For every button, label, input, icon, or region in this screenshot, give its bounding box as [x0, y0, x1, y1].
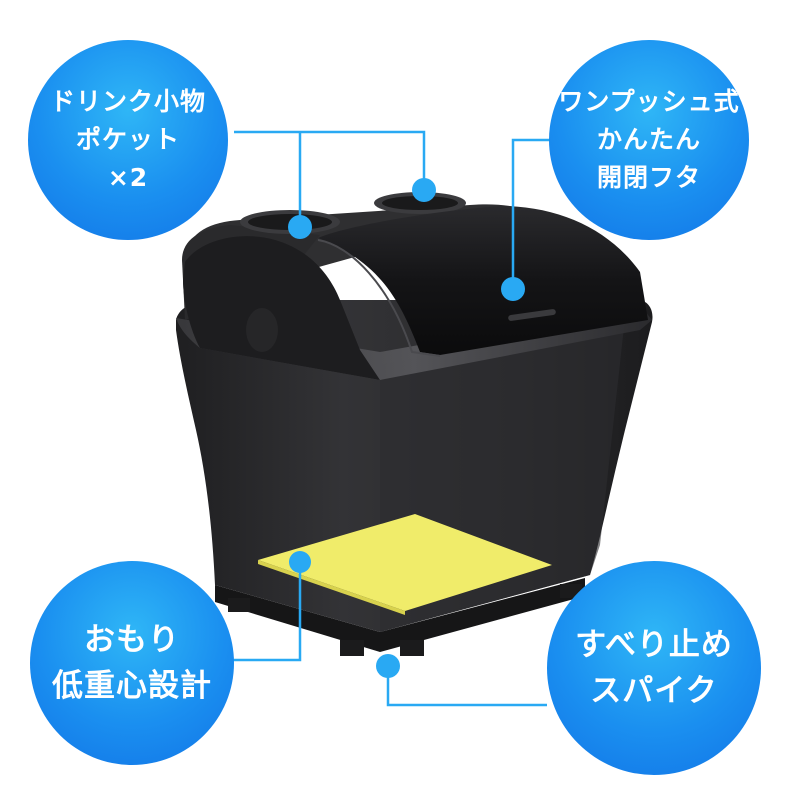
callout-low-gravity: おもり 低重心設計 — [30, 561, 234, 765]
weight-plate — [258, 514, 552, 611]
callout-anti-slip-spikes: すべり止め スパイク — [547, 561, 761, 775]
callout-drink-pocket: ドリンク小物 ポケット ×2 — [28, 40, 228, 240]
leader-dot — [501, 277, 525, 301]
callout-text: ドリンク小物 — [49, 87, 206, 116]
leader-dot — [412, 178, 436, 202]
flip-lid — [317, 206, 648, 357]
callout-text: すべり止め — [575, 627, 733, 663]
leader-dot — [288, 215, 312, 239]
callout-text: ポケット — [75, 125, 180, 154]
callout-text: 低重心設計 — [52, 668, 212, 704]
callout-one-push-lid: ワンプッシュ式 かんたん 開閉フタ — [549, 40, 749, 240]
callout-text: かんたん — [596, 125, 701, 154]
callout-text: おもり — [84, 622, 180, 658]
callout-text: ×2 — [107, 163, 149, 192]
leader-dot — [376, 654, 400, 678]
product-base — [215, 578, 585, 656]
leader-dot — [289, 551, 311, 573]
callout-text: ワンプッシュ式 — [558, 87, 740, 116]
leader-lines — [230, 130, 560, 707]
callout-text: 開閉フタ — [596, 163, 701, 192]
callout-text: スパイク — [590, 673, 718, 709]
leader-dots — [288, 178, 525, 678]
